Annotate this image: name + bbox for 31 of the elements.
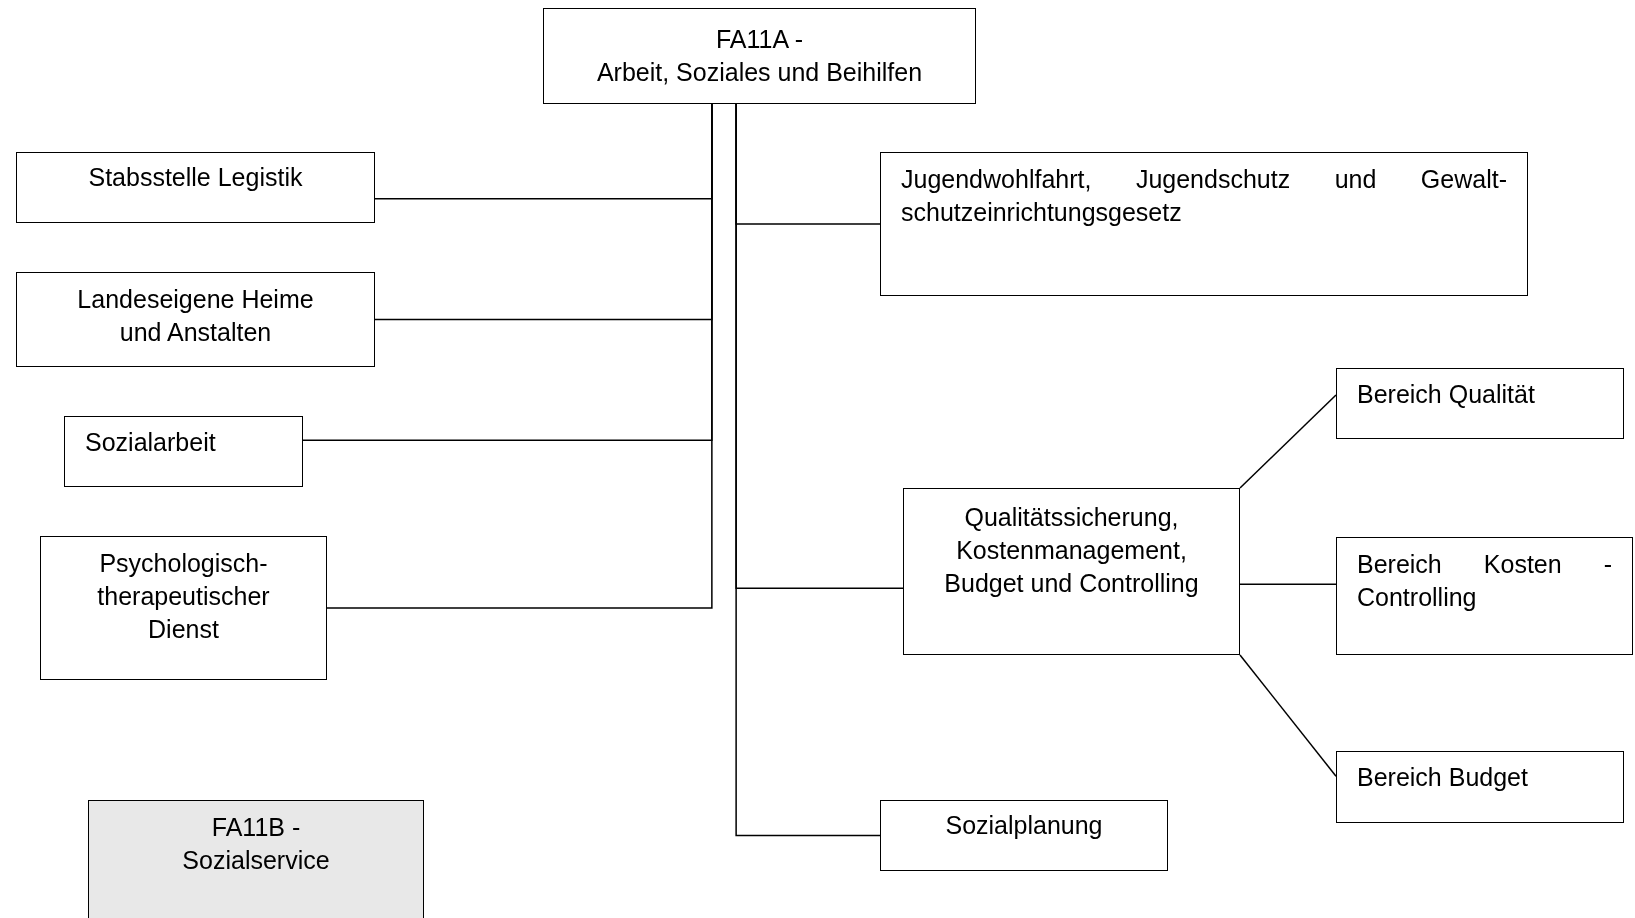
unit-name: FA11A - bbox=[714, 24, 805, 55]
unit-name: FA11B - bbox=[210, 812, 302, 843]
unit-name: Jugendwohlfahrt, Jugendschutz und Gewalt-schutzeinrichtungsgesetz bbox=[901, 164, 1507, 228]
org-unit-box bbox=[1336, 368, 1624, 439]
unit-name: Landeseigene Heime und Anstalten bbox=[76, 284, 315, 348]
connector-line bbox=[735, 103, 881, 837]
org-unit-box bbox=[880, 152, 1528, 296]
org-unit-box bbox=[543, 8, 976, 104]
connector-line bbox=[1239, 654, 1337, 777]
connector-line bbox=[1239, 583, 1337, 585]
org-unit-box bbox=[1336, 537, 1633, 655]
connector-line bbox=[326, 103, 713, 609]
org-unit-box bbox=[16, 272, 375, 367]
org-unit-box bbox=[16, 152, 375, 223]
unit-name: Bereich Kosten - Controlling bbox=[1357, 549, 1612, 613]
connector-line bbox=[1239, 394, 1337, 489]
unit-name: Arbeit, Soziales und Beihilfen bbox=[595, 57, 924, 88]
unit-name: Sozialplanung bbox=[944, 810, 1104, 841]
unit-name: Sozialservice bbox=[181, 845, 331, 876]
unit-name: Psychologisch-therapeutischer Dienst bbox=[96, 548, 271, 645]
org-unit-box bbox=[88, 800, 424, 918]
org-unit-box bbox=[1336, 751, 1624, 823]
unit-name: Sozialarbeit bbox=[85, 427, 217, 458]
org-unit-box bbox=[880, 800, 1168, 871]
unit-name: Bereich Budget bbox=[1357, 762, 1529, 793]
org-unit-box bbox=[64, 416, 303, 487]
unit-name: Qualitätssicherung, Kostenmanagement, Budget und Controlling bbox=[943, 502, 1200, 599]
org-unit-box bbox=[903, 488, 1240, 655]
unit-name: Stabsstelle Legistik bbox=[87, 162, 304, 193]
unit-name: Bereich Qualität bbox=[1357, 379, 1536, 410]
org-unit-box bbox=[40, 536, 327, 680]
